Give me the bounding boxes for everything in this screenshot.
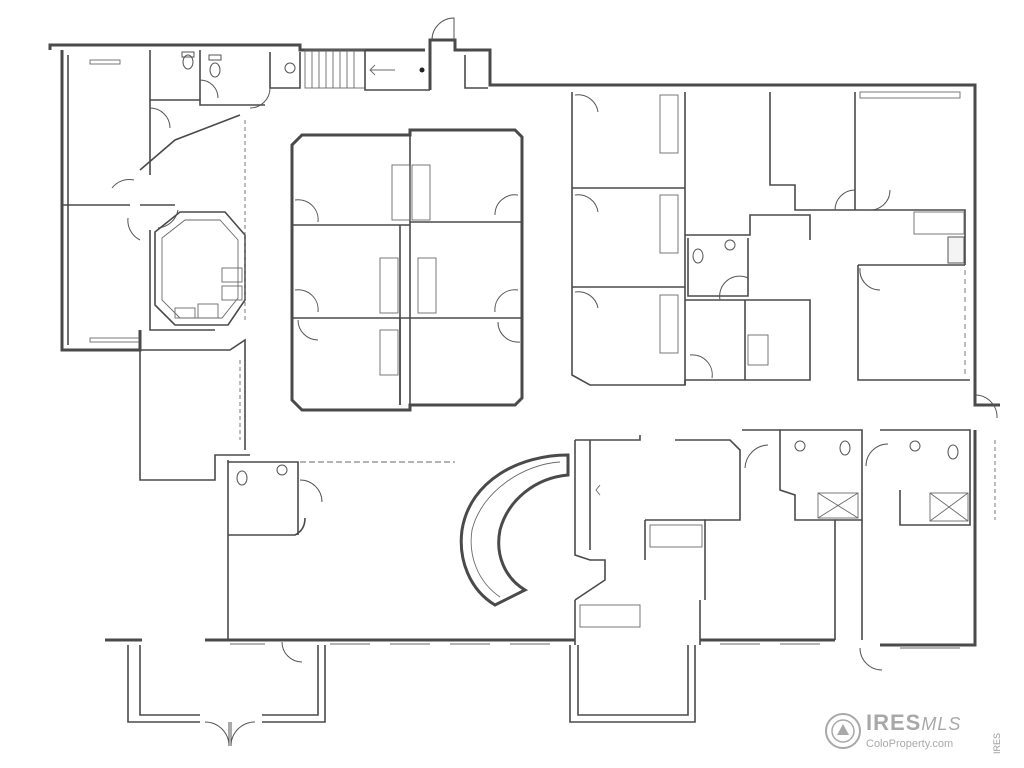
top-strip: [48, 17, 510, 109]
octagon-room: [154, 211, 246, 326]
watermark-side-text: IRES: [992, 732, 1002, 754]
right-office-suite: [510, 83, 1000, 419]
watermark-brand-suffix: MLS: [921, 714, 962, 734]
watermark-brand-text: IRES: [866, 710, 922, 735]
ires-mls-watermark: IRESMLS ColoProperty.com: [824, 706, 994, 760]
watermark-brand: IRESMLS: [866, 710, 961, 736]
ires-seal-icon: [825, 713, 861, 749]
right-lower-suites: [742, 270, 996, 671]
reception-area: [459, 435, 741, 607]
lower-left-restroom: [227, 460, 455, 640]
left-wing: [60, 50, 241, 352]
south-wall: [105, 600, 960, 747]
watermark-site: ColoProperty.com: [866, 738, 954, 750]
lower-left-room: [139, 120, 250, 481]
central-office-block: [290, 128, 524, 412]
